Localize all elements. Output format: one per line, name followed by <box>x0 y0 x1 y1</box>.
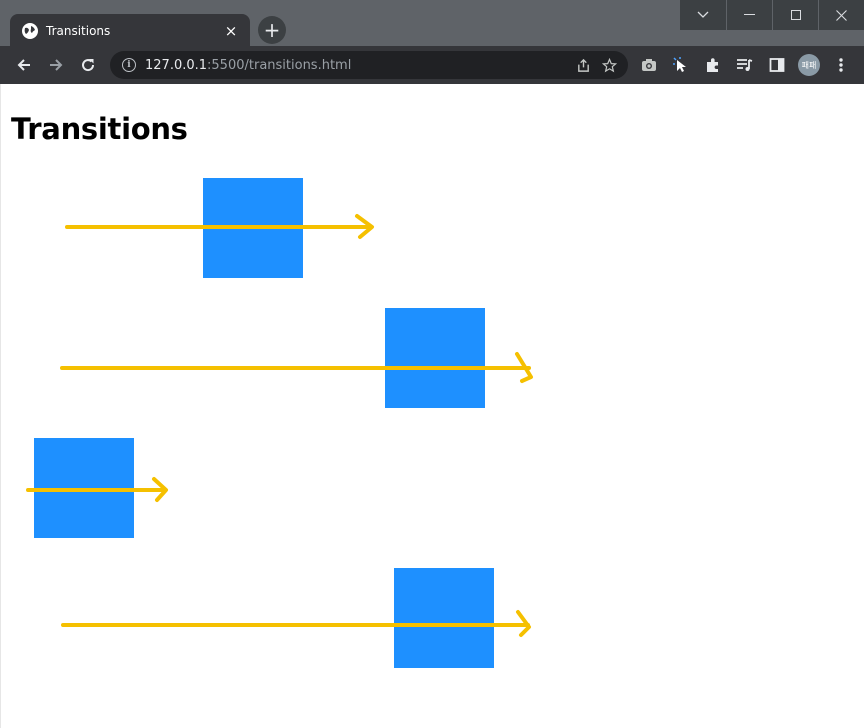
arrow-left-icon[interactable] <box>11 52 37 78</box>
animated-box-4 <box>394 568 494 668</box>
motion-arrow-3 <box>26 477 168 502</box>
kebab-menu-icon[interactable] <box>830 54 852 76</box>
motion-arrow-2 <box>60 352 533 383</box>
minimize-icon[interactable] <box>726 0 772 30</box>
cursor-icon[interactable] <box>670 54 692 76</box>
camera-icon[interactable] <box>638 54 660 76</box>
tab-search-chevron-icon[interactable] <box>680 0 726 30</box>
browser-tab[interactable]: Transitions × <box>10 14 250 48</box>
page-viewport: Transitions <box>0 84 864 728</box>
close-window-icon[interactable] <box>818 0 864 30</box>
playlist-icon[interactable] <box>734 54 756 76</box>
side-panel-icon[interactable] <box>766 54 788 76</box>
puzzle-icon[interactable] <box>702 54 724 76</box>
address-bar[interactable]: i 127.0.0.1:5500/transitions.html <box>110 51 628 79</box>
motion-arrow-1 <box>65 214 374 239</box>
star-icon[interactable] <box>596 52 622 78</box>
tab-title: Transitions <box>46 24 111 38</box>
maximize-icon[interactable] <box>772 0 818 30</box>
animated-box-2 <box>385 308 485 408</box>
page-title: Transitions <box>11 112 188 146</box>
info-icon[interactable]: i <box>122 58 136 72</box>
url-path: :5500/transitions.html <box>207 57 352 73</box>
motion-arrow-4 <box>61 610 531 637</box>
avatar[interactable]: 패패 <box>798 54 820 76</box>
annotation-arrows <box>26 214 533 637</box>
browser-toolbar: i 127.0.0.1:5500/transitions.html 패패 <box>0 46 864 84</box>
arrow-right-icon[interactable] <box>43 52 69 78</box>
share-icon[interactable] <box>570 52 596 78</box>
url-text[interactable]: 127.0.0.1:5500/transitions.html <box>145 58 570 73</box>
tab-close-icon[interactable]: × <box>224 22 238 40</box>
url-host: 127.0.0.1 <box>145 57 208 73</box>
globe-icon <box>22 23 38 39</box>
reload-icon[interactable] <box>75 52 101 78</box>
new-tab-button[interactable]: + <box>258 16 286 44</box>
title-bar: Transitions × + <box>0 0 864 48</box>
